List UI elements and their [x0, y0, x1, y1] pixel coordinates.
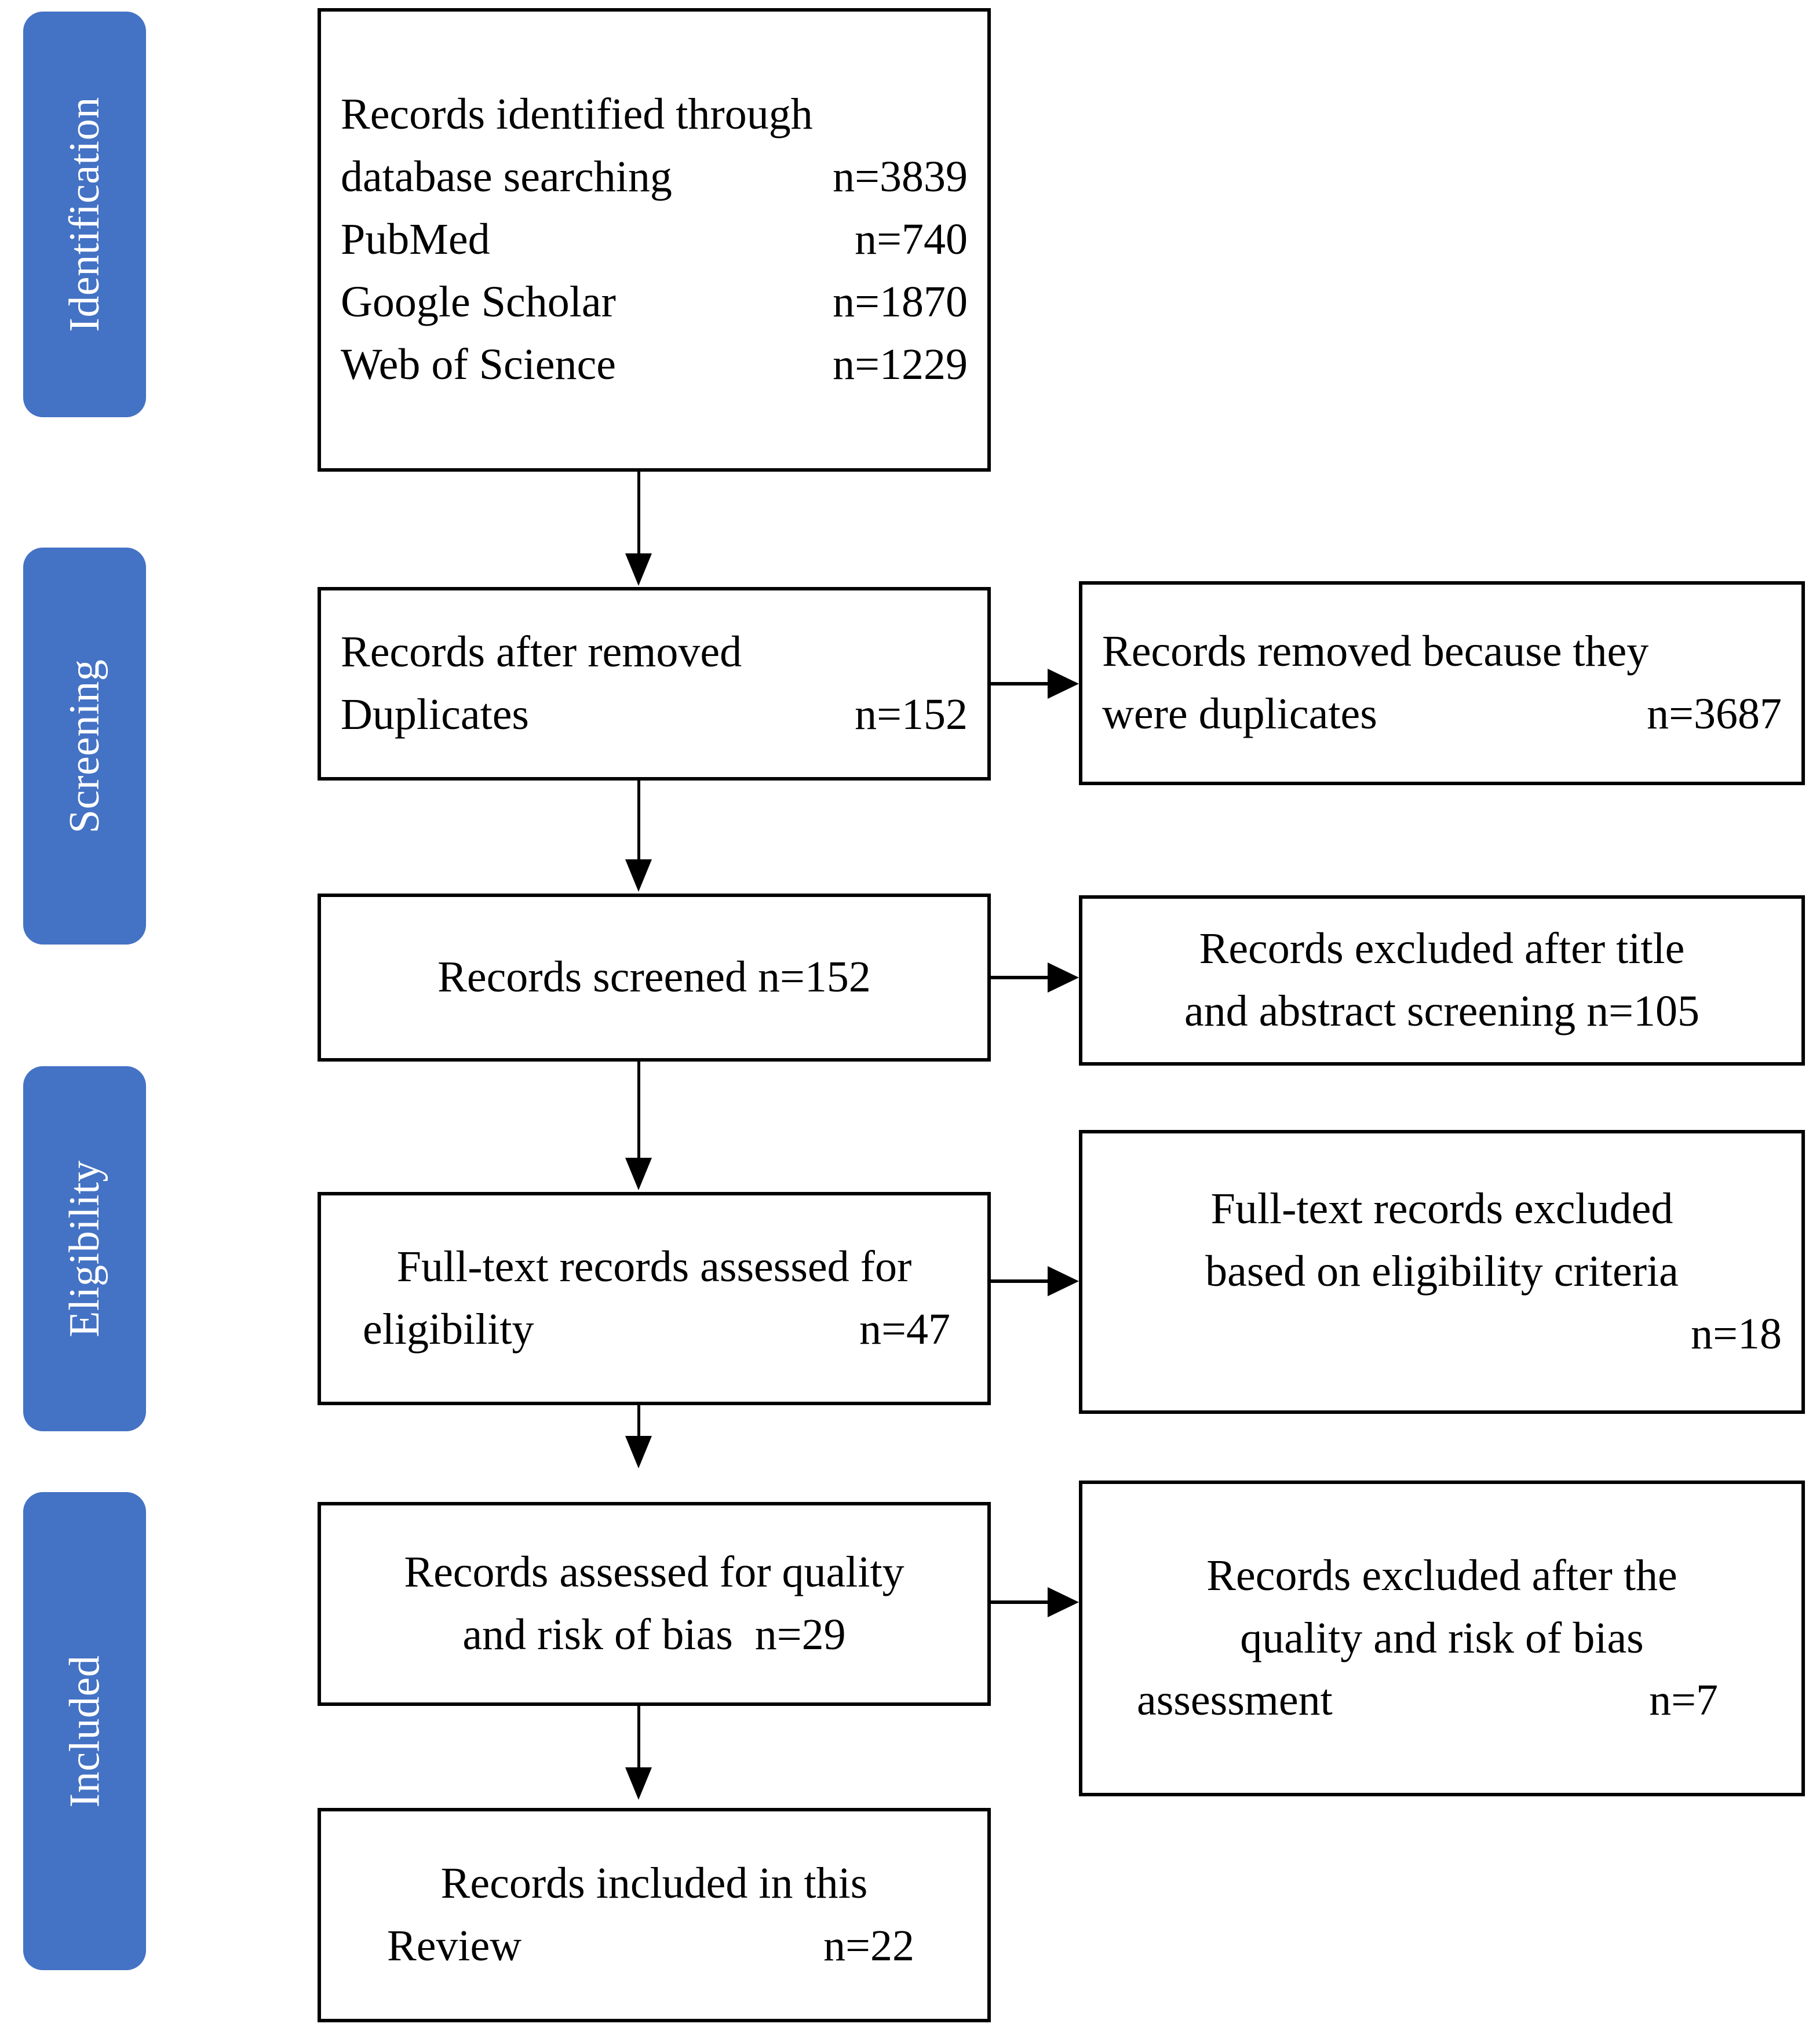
box-line: eligibility n=47 — [363, 1305, 950, 1354]
box-records-identified: Records identified through database sear… — [318, 8, 991, 472]
box-records-included: Records included in this Review n=22 — [318, 1808, 991, 2022]
arrow-right-icon — [1048, 669, 1079, 699]
stage-label-eligibility-text: Eligibility — [61, 1160, 108, 1337]
arrow-right-icon — [1048, 1266, 1079, 1296]
connector-fulltext-right — [991, 1279, 1053, 1283]
stage-label-included-text: Included — [61, 1655, 108, 1807]
box-line: and risk of bias n=29 — [462, 1610, 846, 1659]
arrow-down-icon — [625, 1158, 652, 1190]
arrow-down-icon — [625, 1767, 652, 1800]
stage-label-identification-text: Identification — [61, 97, 108, 332]
box-line: Records assessed for quality — [404, 1548, 904, 1597]
connector-duplicates-right — [991, 682, 1053, 685]
box-quality-assessed: Records assessed for quality and risk of… — [318, 1502, 991, 1706]
stage-label-included: Included — [23, 1492, 146, 1970]
box-line: Records identified through — [341, 90, 813, 139]
box-line: Records excluded after the — [1206, 1551, 1677, 1600]
box-line: Records after removed — [341, 628, 742, 677]
arrow-down-icon — [625, 553, 652, 586]
box-line: Records screened n=152 — [437, 953, 871, 1002]
box-fulltext-assessed: Full-text records assessed for eligibili… — [318, 1192, 991, 1405]
stage-label-screening: Screening — [23, 548, 146, 945]
box-line: Full-text records assessed for — [396, 1242, 912, 1292]
stage-label-screening-text: Screening — [61, 659, 108, 833]
arrow-down-icon — [625, 859, 652, 892]
stage-label-eligibility: Eligibility — [23, 1066, 146, 1431]
stage-label-identification: Identification — [23, 12, 146, 417]
box-line: Records included in this — [440, 1859, 868, 1908]
connector-fulltext-to-quality — [637, 1405, 640, 1440]
box-line: quality and risk of bias — [1240, 1613, 1644, 1662]
box-line: and abstract screening n=105 — [1184, 987, 1700, 1035]
box-excluded-title-abstract: Records excluded after title and abstrac… — [1079, 895, 1805, 1066]
connector-identified-to-duplicates — [637, 472, 640, 556]
box-line: Duplicates n=152 — [341, 690, 968, 739]
box-duplicates-removed: Records removed because they were duplic… — [1079, 581, 1805, 785]
arrow-down-icon — [625, 1436, 652, 1468]
box-quality-excluded: Records excluded after the quality and r… — [1079, 1481, 1805, 1796]
box-line: n=18 — [1691, 1309, 1782, 1358]
arrow-right-icon — [1048, 962, 1079, 993]
connector-screened-to-fulltext — [637, 1062, 640, 1160]
box-line: Full-text records excluded — [1210, 1184, 1673, 1234]
box-line: Records removed because they — [1102, 627, 1649, 676]
box-records-screened: Records screened n=152 — [318, 894, 991, 1062]
box-line: Google Scholar n=1870 — [341, 277, 968, 326]
connector-screened-right — [991, 976, 1053, 979]
connector-duplicates-to-screened — [637, 781, 640, 862]
connector-quality-right — [991, 1600, 1053, 1604]
box-line: were duplicates n=3687 — [1102, 690, 1782, 738]
box-line: Records excluded after title — [1199, 924, 1685, 973]
box-line: Review n=22 — [387, 1921, 914, 1970]
box-line: database searching n=3839 — [341, 152, 968, 202]
connector-quality-to-included — [637, 1706, 640, 1770]
box-records-after-duplicates: Records after removed Duplicates n=152 — [318, 587, 991, 781]
box-line: PubMed n=740 — [341, 215, 968, 264]
arrow-right-icon — [1048, 1587, 1079, 1617]
box-line: assessment n=7 — [1137, 1676, 1718, 1725]
box-line: based on eligibility criteria — [1205, 1247, 1679, 1296]
box-fulltext-excluded: Full-text records excluded based on elig… — [1079, 1130, 1805, 1414]
box-line: Web of Science n=1229 — [341, 340, 968, 389]
